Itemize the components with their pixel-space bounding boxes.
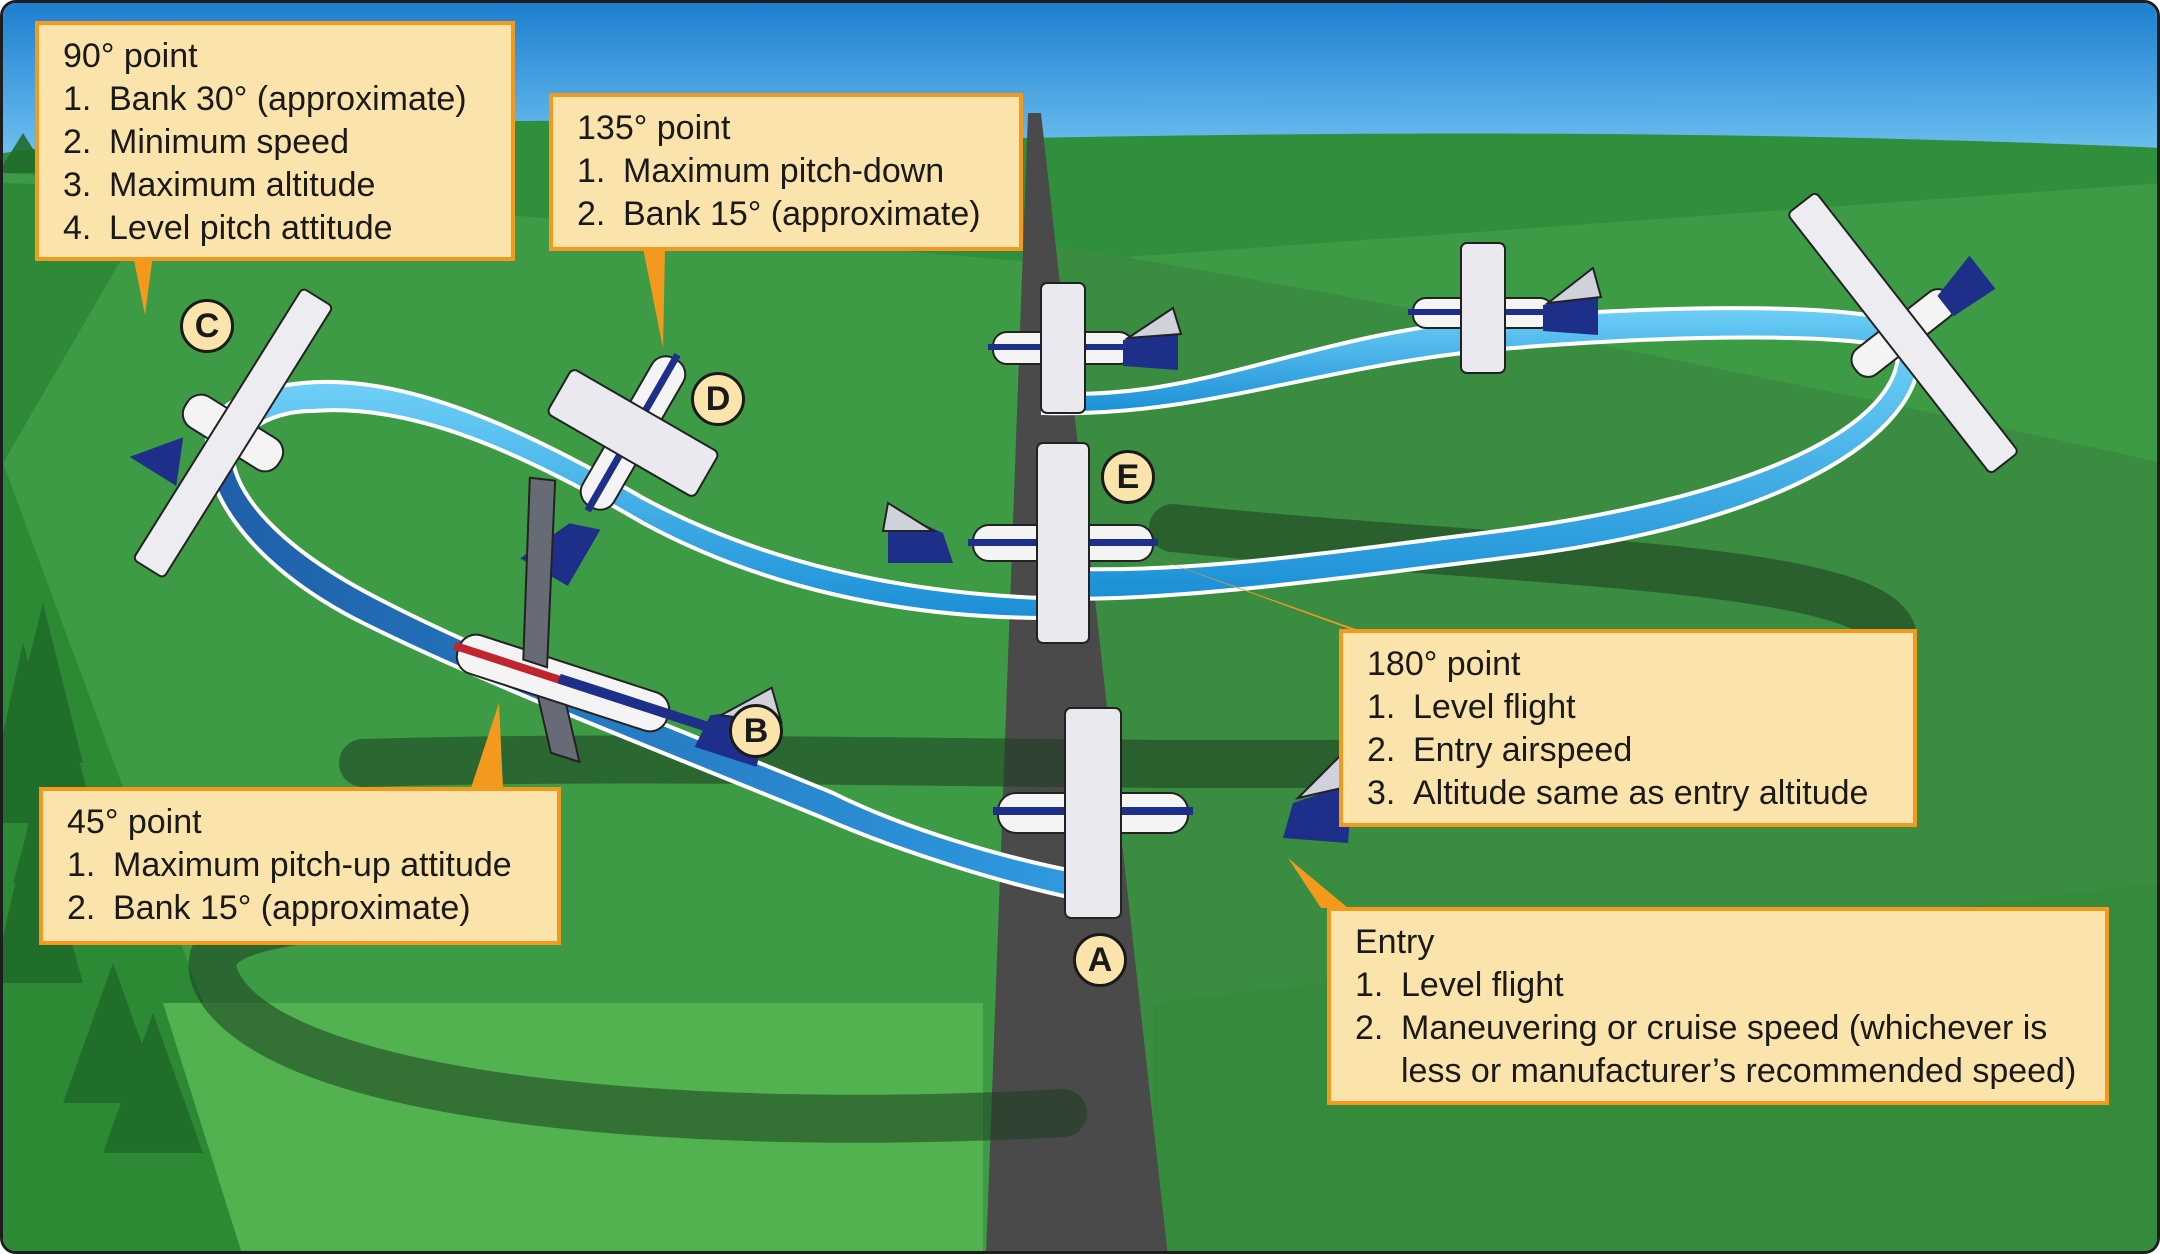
item-text: Entry airspeed bbox=[1413, 731, 1633, 769]
item-text: Bank 30° (approximate) bbox=[109, 80, 467, 118]
item-text: Level pitch attitude bbox=[109, 209, 393, 247]
callout-pointers bbox=[133, 248, 1388, 908]
item-number: 2. bbox=[577, 195, 606, 233]
callout-list: 1. Maximum pitch-down 2. Bank 15° (approxi… bbox=[577, 150, 995, 236]
callout-list: 1. Level flight 2. Entry airspeed 3. Altitu… bbox=[1367, 686, 1889, 815]
callout-list: 1. Bank 30° (approximate) 2. Minimum speed… bbox=[63, 78, 487, 250]
item-text: Level flight bbox=[1413, 688, 1576, 726]
callout-entry: Entry 1. Level flight 2. Maneuvering or cr… bbox=[1327, 907, 2109, 1105]
list-item: less or manufacturer’s recommended speed… bbox=[1355, 1050, 2081, 1093]
list-item: 1. Level flight bbox=[1367, 686, 1889, 729]
list-item: 1. Bank 30° (approximate) bbox=[63, 78, 487, 121]
item-text: less or manufacturer’s recommended speed… bbox=[1401, 1052, 2077, 1090]
callout-list: 1. Level flight 2. Maneuvering or cruise s… bbox=[1355, 964, 2081, 1093]
list-item: 1. Level flight bbox=[1355, 964, 2081, 1007]
airplane-icon bbox=[1408, 242, 1603, 374]
marker-a: A bbox=[1073, 933, 1127, 987]
item-text: Maximum pitch-up attitude bbox=[113, 846, 512, 884]
item-number: 2. bbox=[63, 123, 92, 161]
airplane-icon bbox=[1788, 192, 2018, 474]
marker-c: C bbox=[180, 299, 234, 353]
list-item: 2. Entry airspeed bbox=[1367, 729, 1889, 772]
list-item: 3. Maximum altitude bbox=[63, 164, 487, 207]
list-item: 2. Maneuvering or cruise speed (whichever… bbox=[1355, 1007, 2081, 1050]
callout-list: 1. Maximum pitch-up attitude 2. Bank 15° (… bbox=[67, 844, 533, 930]
airplane-icon bbox=[520, 353, 719, 586]
item-number: 1. bbox=[1367, 688, 1396, 726]
item-text: Altitude same as entry altitude bbox=[1413, 774, 1869, 812]
marker-e: E bbox=[1101, 450, 1155, 504]
item-text: Minimum speed bbox=[109, 123, 349, 161]
list-item: 3. Altitude same as entry altitude bbox=[1367, 772, 1889, 815]
item-text: Maximum pitch-down bbox=[623, 152, 945, 190]
item-number: 3. bbox=[63, 166, 92, 204]
list-item: 1. Maximum pitch-up attitude bbox=[67, 844, 533, 887]
airplane-icon bbox=[993, 707, 1357, 919]
callout-135-point: 135° point 1. Maximum pitch-down 2. Bank 1… bbox=[549, 93, 1023, 251]
item-number: 2. bbox=[1367, 731, 1396, 769]
item-text: Level flight bbox=[1401, 966, 1564, 1004]
list-item: 2. Bank 15° (approximate) bbox=[577, 193, 995, 236]
callout-45-point: 45° point 1. Maximum pitch-up attitude 2.… bbox=[39, 787, 561, 945]
marker-b: B bbox=[729, 704, 783, 758]
list-item: 4. Level pitch attitude bbox=[63, 207, 487, 250]
item-text: Bank 15° (approximate) bbox=[623, 195, 981, 233]
marker-d: D bbox=[691, 372, 745, 426]
list-item: 1. Maximum pitch-down bbox=[577, 150, 995, 193]
item-number: 1. bbox=[1355, 966, 1384, 1004]
callout-title: Entry bbox=[1355, 923, 1435, 961]
callout-90-point: 90° point 1. Bank 30° (approximate) 2. Min… bbox=[35, 21, 515, 261]
item-text: Maneuvering or cruise speed (whichever i… bbox=[1401, 1009, 2048, 1047]
callout-title: 135° point bbox=[577, 109, 731, 147]
item-number bbox=[1355, 1050, 1401, 1093]
item-number: 1. bbox=[577, 152, 606, 190]
item-number: 4. bbox=[63, 209, 92, 247]
item-number: 1. bbox=[63, 80, 92, 118]
airplane-icon bbox=[988, 282, 1183, 414]
callout-title: 90° point bbox=[63, 37, 198, 75]
item-text: Bank 15° (approximate) bbox=[113, 889, 471, 927]
list-item: 2. Minimum speed bbox=[63, 121, 487, 164]
callout-title: 180° point bbox=[1367, 645, 1521, 683]
item-number: 3. bbox=[1367, 774, 1396, 812]
airplane-icon bbox=[129, 288, 333, 578]
item-number: 2. bbox=[1355, 1009, 1384, 1047]
airplane-icon bbox=[881, 442, 1158, 644]
item-text: Maximum altitude bbox=[109, 166, 376, 204]
callout-180-point: 180° point 1. Level flight 2. Entry airspe… bbox=[1339, 629, 1917, 827]
callout-title: 45° point bbox=[67, 803, 202, 841]
item-number: 1. bbox=[67, 846, 96, 884]
list-item: 2. Bank 15° (approximate) bbox=[67, 887, 533, 930]
item-number: 2. bbox=[67, 889, 96, 927]
